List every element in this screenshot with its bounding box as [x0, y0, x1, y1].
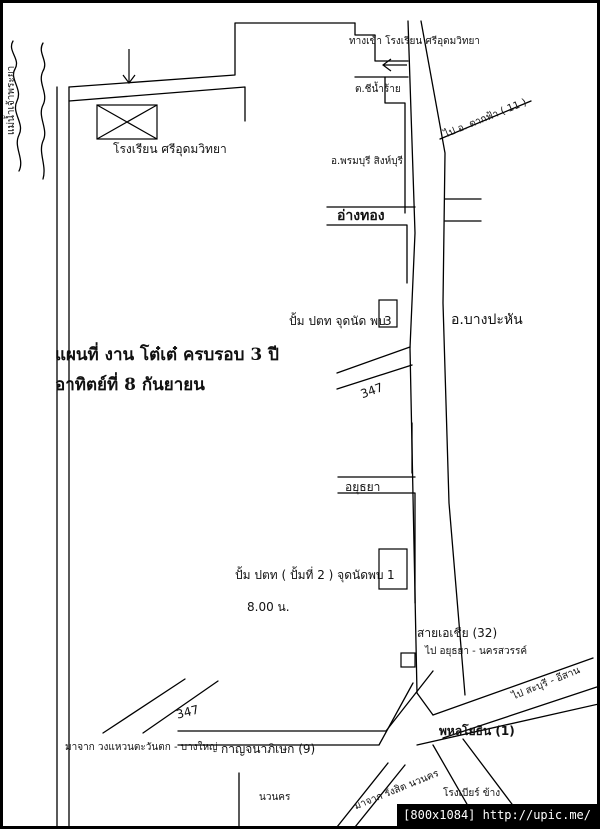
- meeting-point-3-number: 3: [384, 314, 392, 328]
- beer-factory-label: โรงเบียร์ ข้าง: [443, 788, 501, 799]
- phrom-buri-label: อ.พรมบุรี สิงห์บุรี: [331, 156, 403, 167]
- road-map: [10, 20, 597, 826]
- map-title: แผนที่ งาน โต๋เต๋ ครบรอบ 3 ปี อาทิตย์ที่…: [55, 340, 279, 400]
- route-347-upper-1: [336, 346, 411, 374]
- entrance-road: [354, 22, 409, 62]
- highway-left: [407, 20, 434, 716]
- gas-station-icon: [400, 652, 416, 668]
- school-name-label: โรงเรียน ศรีอุดมวิทยา: [113, 142, 227, 156]
- road-ayutthaya-bottom: [337, 492, 416, 604]
- kanchanaphisek-top: [177, 670, 434, 732]
- watermark-text: [800x1084] http://upic.me/: [403, 808, 591, 822]
- school-road-top: [68, 22, 356, 88]
- road-angthong-bottom: [326, 224, 408, 284]
- school-road-bottom: [68, 86, 246, 122]
- road-takfa: [439, 100, 532, 140]
- from-wongwaen-label: มาจาก วงแหวนตะวันตก - บางใหญ่: [65, 742, 218, 753]
- road-to-rangsit: [336, 762, 389, 826]
- phahonyothin-bottom: [442, 686, 597, 739]
- phahonyothin-top: [432, 657, 594, 716]
- gas-station-icon: [378, 299, 398, 328]
- to-ayutthaya-nakhonsawan-label: ไป อยุธยา - นครสวรรค์: [425, 646, 528, 657]
- meeting-time-label: 8.00 น.: [247, 600, 290, 614]
- meeting-point-3-label: ปั้ม ปตท จุดนัด พบ: [289, 314, 386, 328]
- map-title-line-1: แผนที่ งาน โต๋เต๋ ครบรอบ 3 ปี: [55, 345, 279, 365]
- highway-right: [420, 20, 466, 696]
- link-road: [384, 76, 406, 214]
- chinam-rai-label: ต.ชีน้ำร้าย: [355, 84, 401, 95]
- kanchanaphisek-bottom: [177, 682, 414, 746]
- left-arrow-icon: [382, 58, 407, 72]
- gas-station-icon: [378, 548, 408, 590]
- river-wave-1: [10, 40, 22, 172]
- road-lower-left: [102, 678, 186, 734]
- down-arrow-icon: [122, 49, 136, 84]
- phahonyothin-lower: [416, 703, 597, 746]
- navanakorn-label: นวนคร: [259, 792, 291, 803]
- school-building-icon: [96, 104, 158, 140]
- road-lower-left-2: [142, 680, 219, 734]
- route-347-upper-2: [336, 364, 413, 390]
- phahonyothin-label: พหลโยธิน (1): [439, 724, 515, 738]
- kanchanaphisek-label: กาญจนาภิเษก (9): [221, 742, 316, 756]
- map-title-line-2: อาทิตย์ที่ 8 กันยายน: [55, 375, 205, 395]
- image-host-watermark: [800x1084] http://upic.me/: [397, 804, 597, 826]
- river-wave-2: [40, 42, 46, 180]
- ayutthaya-label: อยุธยา: [345, 480, 381, 494]
- chao-phraya-river-label: แม่น้ำเจ้าพระยา: [6, 65, 17, 135]
- road-to-rangsit-2: [355, 764, 406, 826]
- asia-road-label: สายเอเชีย (32): [417, 626, 498, 640]
- school-entrance-label: ทางเข้า โรงเรียน ศรีอุดมวิทยา: [349, 36, 480, 47]
- meeting-point-1-label: ปั้ม ปตท ( ปั้มที่ 2 ) จุดนัดพบ: [235, 568, 384, 582]
- bang-pahan-label: อ.บางปะหัน: [451, 312, 523, 328]
- meeting-point-1-number: 1: [387, 568, 395, 582]
- ang-thong-label: อ่างทอง: [337, 208, 385, 224]
